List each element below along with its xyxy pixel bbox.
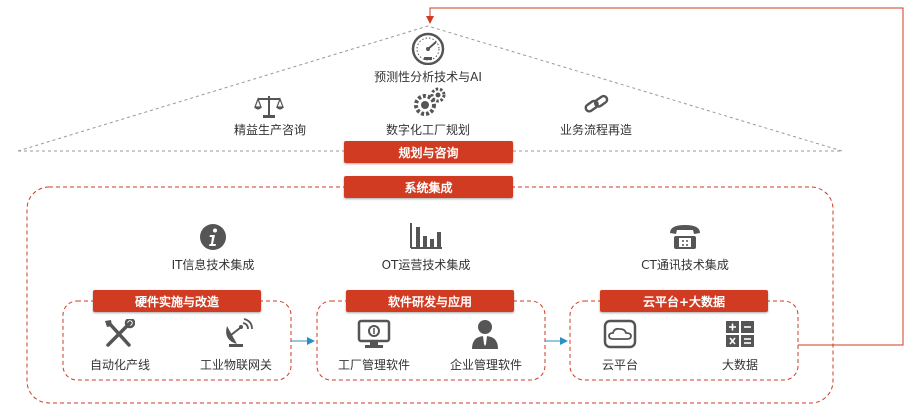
cloud-group-title: 云平台+大数据: [600, 290, 768, 312]
cloud-platform-label: 云平台: [601, 358, 639, 372]
factory-software-label: 工厂管理软件: [337, 358, 411, 372]
info-icon: [200, 224, 226, 250]
user-icon: [472, 320, 498, 349]
satellite-dish-icon: [226, 318, 253, 347]
cloud-icon: [603, 319, 637, 349]
scale-icon: [254, 96, 284, 118]
monitor-icon: [357, 319, 391, 348]
roof-top-label: 预测性分析技术与AI: [374, 70, 482, 84]
gears-icon: [414, 87, 446, 116]
tools-icon: [105, 319, 135, 347]
big-data-label: 大数据: [721, 358, 759, 372]
ct-integration-label: CT通讯技术集成: [641, 258, 729, 272]
roof-outline: [17, 25, 843, 152]
telephone-icon: [670, 225, 700, 249]
iot-gateway-label: 工业物联网关: [199, 358, 273, 372]
gauge-icon: [411, 32, 445, 65]
roof-item-digital-label: 数字化工厂规划: [385, 123, 471, 137]
hardware-group-title: 硬件实施与改造: [93, 290, 261, 312]
calculator-icon: [726, 321, 754, 347]
ot-integration-label: OT运营技术集成: [381, 258, 471, 272]
software-group-title: 软件研发与应用: [346, 290, 514, 312]
roof-item-bpr-label: 业务流程再造: [559, 123, 633, 137]
bar-chart-icon: [410, 223, 442, 249]
chain-link-icon: [584, 94, 609, 113]
roof-item-lean-label: 精益生产咨询: [233, 123, 307, 137]
planning-banner: 规划与咨询: [344, 141, 513, 163]
auto-line-label: 自动化产线: [89, 358, 151, 372]
integration-banner: 系统集成: [344, 176, 513, 198]
feedback-arrow: [426, 7, 904, 346]
enterprise-software-label: 企业管理软件: [449, 358, 523, 372]
it-integration-label: IT信息技术集成: [171, 258, 255, 272]
